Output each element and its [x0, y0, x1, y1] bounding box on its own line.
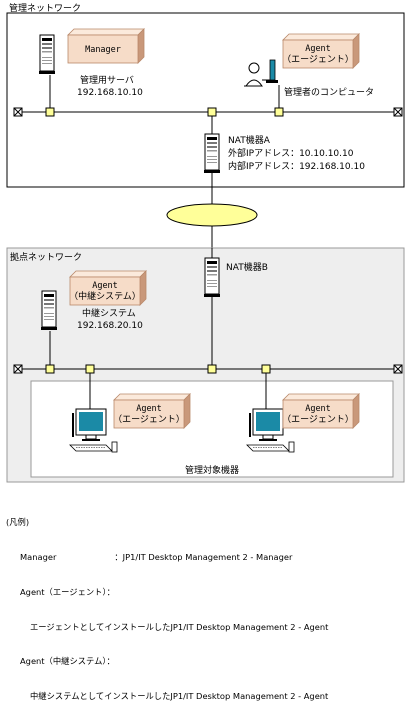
management-network-label: 管理ネットワーク	[9, 2, 81, 14]
legend-manager-term: Manager	[20, 551, 57, 562]
legend: (凡例) Manager ：JP1/IT Desktop Management 2…	[6, 494, 406, 714]
nat-b-icon	[203, 257, 221, 298]
managed-agent-2-sub: （エージェント）	[282, 414, 354, 425]
nat-a-external-ip: 外部IPアドレス：10.10.10.10	[228, 147, 354, 159]
legend-agent-desc: エージェントとしてインストールしたJP1/IT Desktop Manageme…	[30, 621, 329, 632]
relay-agent-label: Agent	[92, 281, 118, 291]
nat-a-icon	[203, 133, 221, 174]
branch-node-device2	[261, 364, 271, 374]
relay-system-ip: 192.168.20.10	[77, 321, 143, 331]
managed-agent-1-label: Agent	[136, 404, 162, 414]
wan-ellipse	[166, 203, 258, 227]
legend-relay-desc: 中継システムとしてインストールしたJP1/IT Desktop Manageme…	[30, 691, 329, 702]
nat-a-internal-ip: 内部IPアドレス：192.168.10.10	[228, 160, 365, 172]
admin-pc-icon	[266, 59, 278, 83]
branch-network-label: 拠点ネットワーク	[10, 251, 82, 263]
branch-node-relay	[45, 364, 55, 374]
nat-a-label: NAT機器A	[228, 134, 271, 146]
node-manager	[45, 107, 55, 117]
manager-server-ip: 192.168.10.10	[77, 88, 143, 98]
manager-server-label: 管理用サーバ	[80, 74, 134, 86]
managed-agent-2-label: Agent	[305, 404, 331, 414]
legend-agent-term: Agent（エージェント）：	[20, 586, 115, 597]
terminator-right	[393, 107, 403, 117]
branch-node-device1	[85, 364, 95, 374]
branch-node-natb	[207, 364, 217, 374]
branch-terminator-left	[13, 364, 23, 374]
node-nat-a	[207, 107, 217, 117]
relay-server-icon	[40, 290, 58, 331]
branch-terminator-right	[393, 364, 403, 374]
managed-devices-label: 管理対象機器	[185, 464, 239, 476]
network-diagram: 管理ネットワーク Manager 管理用サーバ 192.168.10.10 Ag…	[6, 2, 405, 483]
legend-title: (凡例)	[6, 517, 30, 528]
agent-box-admin-label: Agent	[305, 44, 331, 54]
legend-manager: Manager ：JP1/IT Desktop Management 2 - Ma…	[6, 552, 406, 564]
admin-user-icon	[244, 62, 272, 87]
managed-agent-1-sub: （エージェント）	[113, 414, 185, 425]
agent-box-admin-sub: （エージェント）	[282, 54, 354, 65]
terminator-left	[13, 107, 23, 117]
relay-agent-sub: （中継システム）	[69, 290, 141, 302]
nat-b-label: NAT機器B	[226, 261, 268, 273]
legend-manager-desc: ：JP1/IT Desktop Management 2 - Manager	[114, 551, 293, 562]
admin-computer-label: 管理者のコンピュータ	[284, 86, 374, 98]
manager-server-icon	[38, 34, 56, 75]
legend-relay-term: Agent（中継システム）：	[20, 656, 115, 667]
manager-box-label: Manager	[85, 45, 121, 55]
node-admin	[274, 107, 284, 117]
relay-system-label: 中継システム	[82, 307, 136, 319]
